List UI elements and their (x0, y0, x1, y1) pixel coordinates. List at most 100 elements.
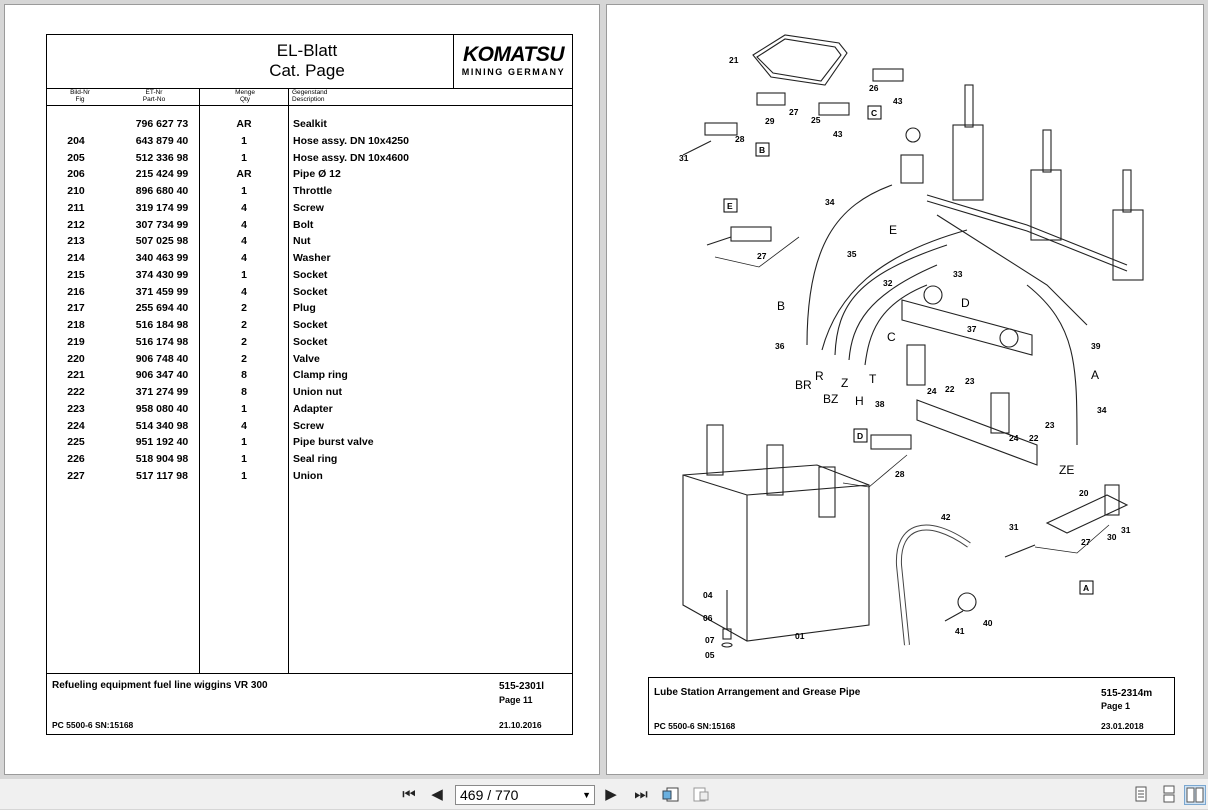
description: Screw (293, 201, 324, 214)
quantity: 4 (241, 218, 247, 231)
last-page-button[interactable]: ⏭ (630, 785, 652, 805)
description: Screw (293, 419, 324, 432)
callout-box (723, 198, 738, 213)
quantity: 1 (241, 453, 247, 465)
page-forward-button[interactable] (660, 785, 682, 805)
page-back-button[interactable] (690, 785, 712, 805)
single-page-view-button[interactable] (1130, 785, 1152, 805)
description: Pipe Ø 12 (293, 168, 341, 181)
callout-label: 37 (967, 324, 977, 334)
callout-label: 38 (875, 399, 885, 409)
single-page-icon (1135, 786, 1147, 802)
logo-brand: KOMATSU (462, 43, 565, 66)
col-qty-de: Menge (235, 89, 255, 96)
quantity: 1 (241, 185, 247, 197)
footer-doc-number: 515-2314m (1101, 688, 1153, 699)
column-divider (199, 88, 200, 673)
pump-unit (706, 424, 724, 476)
gauge-block (900, 154, 924, 184)
callout-label: B (777, 299, 785, 313)
fig-number: 216 (67, 285, 85, 298)
part-number: 255 694 40 (135, 302, 189, 315)
callout-label: A (1083, 583, 1089, 593)
callout-label: 31 (1009, 522, 1019, 532)
sheet-footer: Lube Station Arrangement and Grease Pipe… (648, 677, 1175, 735)
col-part: ET-Nr Part-No (139, 89, 169, 103)
callout-label: Z (841, 376, 848, 390)
callout-label: A (1091, 368, 1099, 382)
part-number: 516 184 98 (135, 319, 189, 331)
description: Throttle (293, 185, 333, 197)
last-page-icon: ⏭ (634, 786, 648, 803)
quantity: 2 (241, 335, 247, 348)
quantity: AR (236, 118, 252, 130)
callout-label: E (727, 201, 733, 211)
part-number: 643 879 40 (135, 134, 189, 147)
callout-label: BR (795, 378, 812, 392)
clamp-shape (704, 122, 738, 136)
col-desc: Gegenstand Description (292, 89, 327, 103)
two-page-icon (1186, 787, 1204, 803)
description: Socket (293, 285, 328, 298)
callout-label: ZE (1059, 463, 1074, 477)
callout-label: R (815, 369, 824, 383)
two-page-view-button[interactable] (1184, 785, 1206, 805)
continuous-view-button[interactable] (1158, 785, 1180, 805)
page-number-select[interactable]: 469 / 770 ▼ (455, 785, 595, 805)
catalog-page-left: EL-Blatt Cat. Page KOMATSU MINING GERMAN… (4, 4, 600, 775)
first-page-icon: ⏮ (402, 786, 416, 803)
quantity: 1 (241, 436, 247, 449)
quantity: 2 (241, 302, 247, 315)
part-number: 906 347 40 (135, 369, 189, 382)
clamp-shape (870, 434, 912, 450)
callout-label: 41 (955, 626, 965, 636)
col-fig-de: Bild-Nr (70, 89, 90, 96)
part-number: 340 463 99 (135, 252, 189, 264)
callout-label: 28 (735, 134, 745, 144)
sheet-footer: Refueling equipment fuel line wiggins VR… (47, 673, 572, 735)
description: Union (293, 469, 323, 482)
bracket-shape (752, 34, 848, 86)
first-page-button[interactable]: ⏮ (398, 785, 420, 805)
fig-number: 205 (67, 151, 85, 164)
fig-number: 223 (67, 402, 85, 415)
part-number: 518 904 98 (135, 453, 189, 465)
callout-label: 25 (811, 115, 821, 125)
clamp-shape (756, 92, 786, 106)
callout-label: 24 (927, 386, 937, 396)
chevron-down-icon: ▼ (582, 790, 591, 800)
quantity: 4 (241, 252, 247, 264)
fig-number: 211 (67, 201, 85, 214)
footer-model: PC 5500-6 SN:15168 (52, 720, 134, 730)
callout-label: 24 (1009, 433, 1019, 443)
previous-page-icon: ◀ (431, 786, 443, 803)
callout-label: 23 (1045, 420, 1055, 430)
description: Hose assy. DN 10x4250 (293, 134, 409, 147)
next-page-button[interactable]: ▶ (600, 785, 622, 805)
column-headers: Bild-Nr Fig ET-Nr Part-No Menge Qty Gege… (47, 88, 572, 106)
filter-canister (990, 392, 1010, 434)
grease-pipe-inner (896, 525, 971, 646)
callout-label: 42 (941, 512, 951, 522)
callout-label: 32 (883, 278, 893, 288)
callout-label: 28 (895, 469, 905, 479)
quantity: 4 (241, 235, 247, 248)
previous-page-button[interactable]: ◀ (426, 785, 448, 805)
callout-label: D (961, 296, 970, 310)
quantity: 1 (241, 469, 247, 482)
hose-line (821, 229, 968, 351)
fig-number: 210 (67, 185, 85, 197)
fig-number: 219 (67, 335, 85, 348)
pressure-gauge (905, 127, 921, 143)
quantity: 1 (241, 151, 247, 164)
callout-label: 26 (869, 83, 879, 93)
description: Adapter (293, 402, 333, 415)
quantity: 4 (241, 419, 247, 432)
